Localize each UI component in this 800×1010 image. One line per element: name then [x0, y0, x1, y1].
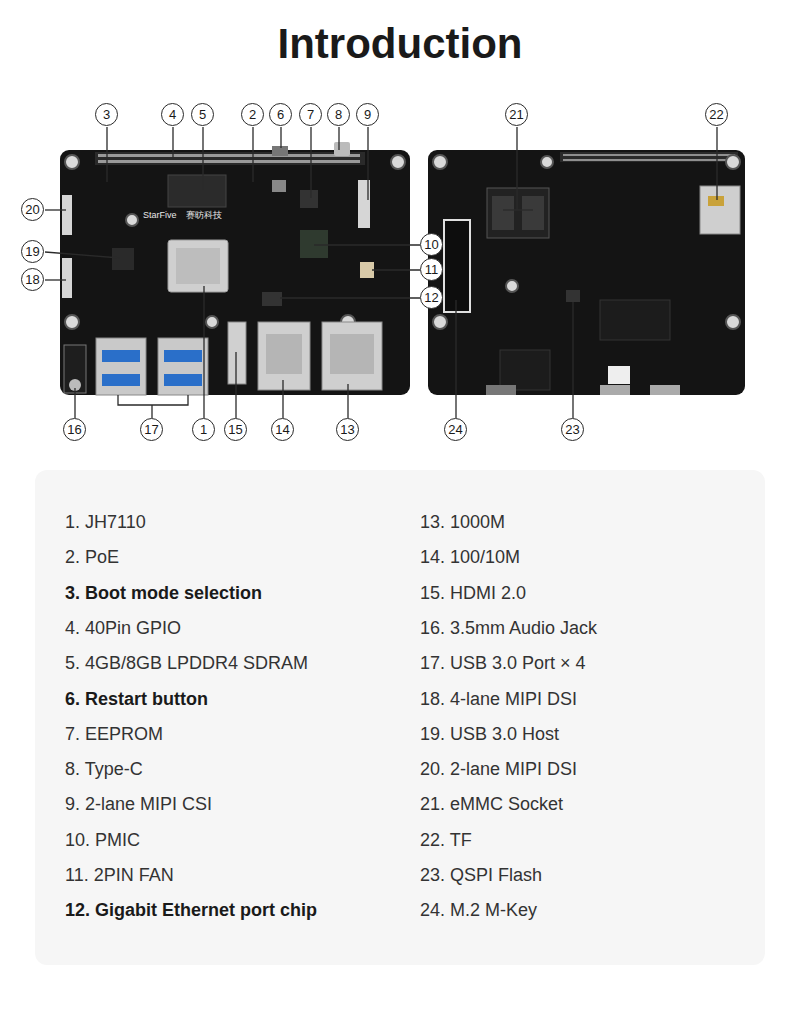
component-list-item: 6. Restart button	[65, 688, 208, 710]
callout-number: 12	[420, 286, 443, 309]
component-list-item: 3. Boot mode selection	[65, 582, 262, 604]
component-list-item: 23. QSPI Flash	[420, 864, 542, 886]
callout-number: 16	[63, 418, 86, 441]
board-silkscreen: 赛昉科技	[186, 210, 222, 221]
callout-number: 8	[327, 103, 350, 126]
callout-number: 17	[140, 418, 163, 441]
callout-number: 23	[561, 418, 584, 441]
callout-number: 4	[161, 103, 184, 126]
callout-number: 19	[21, 240, 44, 263]
callout-number: 1	[192, 418, 215, 441]
board-front	[60, 142, 410, 395]
component-list-item: 15. HDMI 2.0	[420, 582, 526, 604]
page-title: Introduction	[0, 20, 800, 68]
board-back	[428, 150, 745, 395]
component-list-item: 14. 100/10M	[420, 546, 520, 568]
callout-number: 14	[271, 418, 294, 441]
component-list-item: 8. Type-C	[65, 758, 143, 780]
component-list-item: 11. 2PIN FAN	[65, 864, 174, 886]
callout-number: 13	[336, 418, 359, 441]
board-silkscreen: StarFive	[143, 210, 177, 221]
component-list-item: 22. TF	[420, 829, 472, 851]
callout-number: 7	[299, 103, 322, 126]
leader-lines	[45, 127, 717, 418]
component-list-item: 18. 4-lane MIPI DSI	[420, 688, 577, 710]
callout-number: 10	[420, 233, 443, 256]
component-list-item: 16. 3.5mm Audio Jack	[420, 617, 597, 639]
component-list-item: 21. eMMC Socket	[420, 793, 563, 815]
component-list-item: 10. PMIC	[65, 829, 140, 851]
callout-number: 20	[21, 198, 44, 221]
callout-number: 18	[21, 268, 44, 291]
component-list-item: 20. 2-lane MIPI DSI	[420, 758, 577, 780]
callout-number: 15	[224, 418, 247, 441]
component-list-item: 7. EEPROM	[65, 723, 163, 745]
callout-number: 11	[420, 258, 443, 281]
callout-number: 24	[444, 418, 467, 441]
component-list-item: 24. M.2 M-Key	[420, 899, 537, 921]
component-list-item: 9. 2-lane MIPI CSI	[65, 793, 212, 815]
callout-number: 6	[269, 103, 292, 126]
component-list-item: 12. Gigabit Ethernet port chip	[65, 899, 317, 921]
callout-number: 3	[95, 103, 118, 126]
callout-number: 5	[191, 103, 214, 126]
component-list-item: 4. 40Pin GPIO	[65, 617, 181, 639]
list-panel	[35, 470, 765, 965]
callout-number: 22	[705, 103, 728, 126]
callout-number: 2	[241, 103, 264, 126]
callout-number: 9	[356, 103, 379, 126]
component-list-item: 13. 1000M	[420, 511, 505, 533]
component-list-item: 17. USB 3.0 Port × 4	[420, 652, 586, 674]
component-list-item: 1. JH7110	[65, 511, 146, 533]
callout-number: 21	[505, 103, 528, 126]
component-list-item: 5. 4GB/8GB LPDDR4 SDRAM	[65, 652, 308, 674]
component-list-item: 19. USB 3.0 Host	[420, 723, 559, 745]
component-list-item: 2. PoE	[65, 546, 119, 568]
